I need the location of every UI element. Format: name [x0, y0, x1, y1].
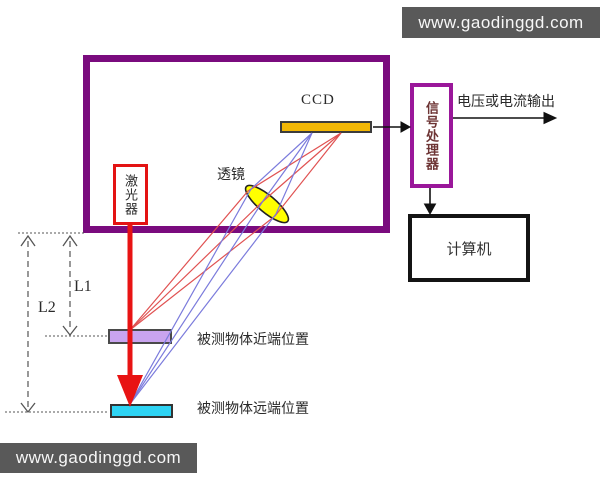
far-position-label: 被测物体远端位置 — [197, 402, 309, 417]
signal-processor-box: 信号处理器 — [410, 83, 453, 188]
laser-label: 激光器 — [123, 173, 138, 216]
l1-bottom-arrow — [62, 325, 78, 337]
l2-top-arrow — [20, 234, 36, 247]
dimension-lines — [5, 232, 109, 414]
computer-label: 计算机 — [446, 241, 492, 258]
computer-box: 计算机 — [408, 214, 530, 282]
lens-label: 透镜 — [217, 168, 245, 183]
l2-label: L2 — [38, 299, 56, 316]
watermark-text-top: www.gaodinggd.com — [418, 12, 584, 32]
laser-beam-arrowhead — [117, 375, 143, 407]
near-object-bar — [108, 329, 172, 344]
laser-beam — [117, 225, 143, 407]
ccd-label: CCD — [301, 92, 335, 108]
l1-top-arrow — [62, 234, 78, 247]
watermark-banner-top: www.gaodinggd.com — [402, 7, 600, 38]
processor-output-arrow — [453, 111, 558, 125]
processor-to-computer-arrow — [423, 188, 437, 216]
ccd-sensor-bar — [280, 121, 372, 133]
l2-bottom-arrow — [20, 402, 36, 414]
watermark-banner-bottom: www.gaodinggd.com — [0, 443, 197, 473]
l1-label: L1 — [74, 278, 92, 295]
output-label: 电压或电流输出 — [457, 95, 555, 110]
laser-box: 激光器 — [113, 164, 148, 225]
far-object-bar — [110, 404, 173, 418]
near-position-label: 被测物体近端位置 — [197, 333, 309, 348]
watermark-text-bottom: www.gaodinggd.com — [15, 448, 182, 467]
signal-processor-label: 信号处理器 — [424, 100, 439, 171]
